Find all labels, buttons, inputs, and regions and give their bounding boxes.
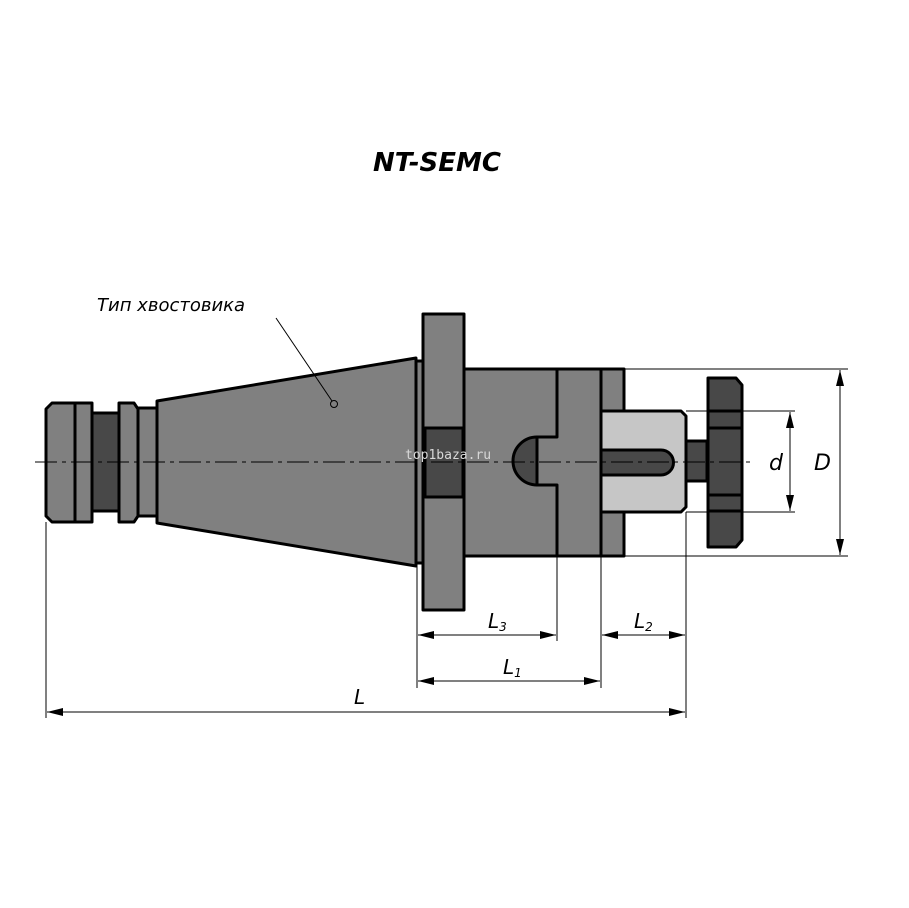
dimension-labels: d D L3 L2 L1 L bbox=[354, 451, 831, 709]
half-round-slot bbox=[511, 435, 539, 487]
watermark: top1baza.ru bbox=[405, 448, 491, 463]
taper-cone bbox=[155, 356, 418, 568]
label-L1: L1 bbox=[503, 655, 522, 680]
shank-leader: Тип хвостовика bbox=[97, 295, 338, 408]
key-slot bbox=[599, 448, 675, 477]
label-d: d bbox=[769, 451, 784, 476]
shank-type-label: Тип хвостовика bbox=[97, 295, 245, 316]
dimension-lines bbox=[47, 370, 844, 716]
label-D: D bbox=[814, 451, 831, 476]
title: NT-SEMC bbox=[373, 148, 501, 178]
retention-knob-cap bbox=[44, 401, 94, 524]
extension-lines bbox=[45, 368, 848, 718]
label-L: L bbox=[354, 685, 365, 709]
label-L3: L3 bbox=[488, 609, 507, 634]
label-L2: L2 bbox=[634, 609, 653, 634]
screw-pin bbox=[684, 439, 709, 483]
